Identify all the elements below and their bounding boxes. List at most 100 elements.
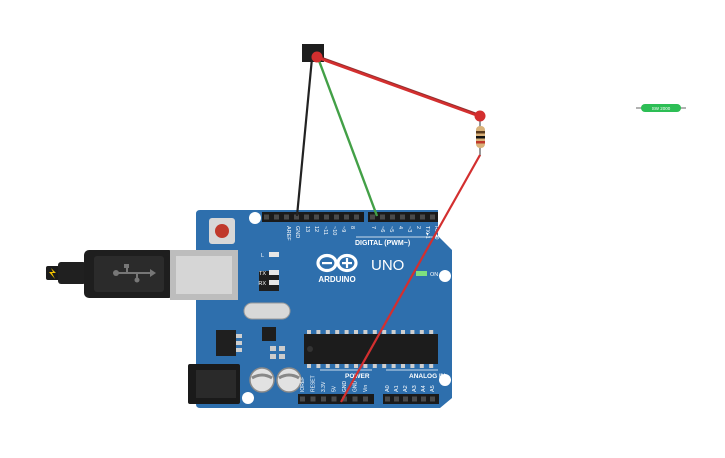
header-pin-hole[interactable] (310, 396, 316, 402)
wire-red-bottom[interactable] (340, 154, 481, 403)
header-pin-hole[interactable] (363, 396, 368, 402)
header-pin-hole[interactable] (264, 214, 269, 220)
digital-pin-label: 12 (313, 226, 319, 232)
crystal-oscillator (243, 302, 291, 320)
reset-button[interactable] (209, 218, 235, 244)
capacitor (276, 367, 302, 393)
digital-pin-label: AREF (285, 226, 291, 241)
lightning-icon (49, 268, 56, 279)
wire-black[interactable] (295, 57, 314, 217)
digital-pin-label: ~11 (322, 226, 328, 235)
header-pin-hole[interactable] (403, 396, 408, 402)
header-pin-hole[interactable] (300, 396, 305, 402)
header-pin-hole[interactable] (420, 214, 425, 220)
analog-pin-label: A2 (403, 385, 409, 392)
header-pin-hole[interactable] (331, 396, 337, 402)
digital-pin-label: ~5 (388, 226, 394, 232)
header-pin-hole[interactable] (342, 396, 347, 402)
digital-pin-label: 2 (415, 226, 421, 229)
power-label: POWER (345, 373, 370, 380)
led-rx (269, 280, 279, 285)
digital-pin-label: TX▸1 (424, 226, 430, 239)
wire-endpoint[interactable] (474, 110, 486, 122)
analog-label: ANALOG IN (409, 373, 446, 380)
digital-pin-label: GND (294, 226, 300, 238)
power-pin-label: GND (353, 381, 359, 393)
header-pin-hole[interactable] (394, 396, 399, 402)
led-l (269, 252, 279, 257)
analog-header[interactable] (383, 394, 439, 404)
digital-pin-label: 7 (370, 226, 376, 229)
header-pin-hole[interactable] (344, 214, 349, 220)
power-pin-label: IOREF (300, 377, 306, 392)
digital-header[interactable] (262, 212, 438, 222)
digital-label: DIGITAL (PWM~) (355, 240, 410, 247)
wires[interactable] (295, 51, 486, 403)
digital-pin-label: ~10 (331, 226, 337, 235)
digital-pin-label: ~9 (340, 226, 346, 232)
mount-hole (439, 270, 451, 282)
resistor[interactable] (476, 116, 485, 156)
header-pin-hole[interactable] (274, 214, 279, 220)
header-pin-hole[interactable] (304, 214, 309, 220)
power-jack (188, 364, 240, 404)
led-on (416, 271, 427, 276)
wire-endpoint[interactable] (311, 51, 323, 63)
header-pin-hole[interactable] (324, 214, 329, 220)
header-pin-hole[interactable] (352, 396, 358, 402)
header-pin-hole[interactable] (430, 396, 435, 402)
brand-label: ARDUINO (318, 275, 355, 284)
arduino-logo-icon (316, 253, 358, 273)
header-pin-hole[interactable] (410, 214, 415, 220)
capacitor (249, 367, 275, 393)
header-pin-hole[interactable] (412, 396, 417, 402)
power-header[interactable] (298, 394, 374, 404)
digital-pin-label: ~6 (379, 226, 385, 232)
header-pin-hole[interactable] (390, 214, 395, 220)
board-name: UNO (371, 257, 404, 274)
header-pin-hole[interactable] (421, 396, 426, 402)
led-tx (269, 270, 279, 275)
header-pin-hole[interactable] (314, 214, 319, 220)
power-pin-label: 3.3V (321, 381, 327, 392)
header-pin-hole[interactable] (380, 214, 385, 220)
analog-pin-label: A5 (430, 385, 436, 392)
header-pin-hole[interactable] (400, 214, 405, 220)
header-pin-hole[interactable] (430, 214, 435, 220)
header-pin-hole[interactable] (284, 214, 289, 220)
tilt-sensor[interactable]: SW 2000 (636, 104, 686, 112)
voltage-regulator (216, 330, 242, 356)
led-tx-label: TX (259, 271, 266, 277)
power-pin-label: 5V (332, 385, 338, 392)
header-pin-hole[interactable] (294, 214, 299, 220)
sensor-label: SW 2000 (652, 106, 671, 111)
header-pin-hole[interactable] (354, 214, 359, 220)
digital-pin-label: 8 (349, 226, 355, 229)
small-chip (262, 327, 276, 341)
header-pin-hole[interactable] (321, 396, 326, 402)
wire-green[interactable] (316, 57, 379, 217)
analog-pin-label: A1 (394, 385, 400, 392)
digital-pin-label: 13 (304, 226, 310, 232)
mount-hole (249, 212, 261, 224)
led-l-label: L (261, 253, 264, 259)
header-pin-hole[interactable] (385, 396, 390, 402)
analog-pin-label: A3 (412, 385, 418, 392)
digital-pin-label: ~3 (406, 226, 412, 232)
analog-pin-label: A4 (421, 385, 427, 392)
power-pin-label: Vin (363, 385, 369, 392)
power-pin-label: GND (342, 381, 348, 393)
analog-pin-label: A0 (385, 385, 391, 392)
mount-hole (439, 374, 451, 386)
on-label: ON (430, 272, 438, 278)
usb-icon (113, 264, 156, 283)
wire-red-top[interactable] (316, 55, 481, 118)
led-rx-label: RX (258, 281, 266, 287)
header-pin-hole[interactable] (334, 214, 339, 220)
power-pin-label: RESET (311, 375, 317, 392)
digital-pin-label: 4 (397, 226, 403, 229)
header-pin-hole[interactable] (370, 214, 375, 220)
mount-hole (242, 392, 254, 404)
